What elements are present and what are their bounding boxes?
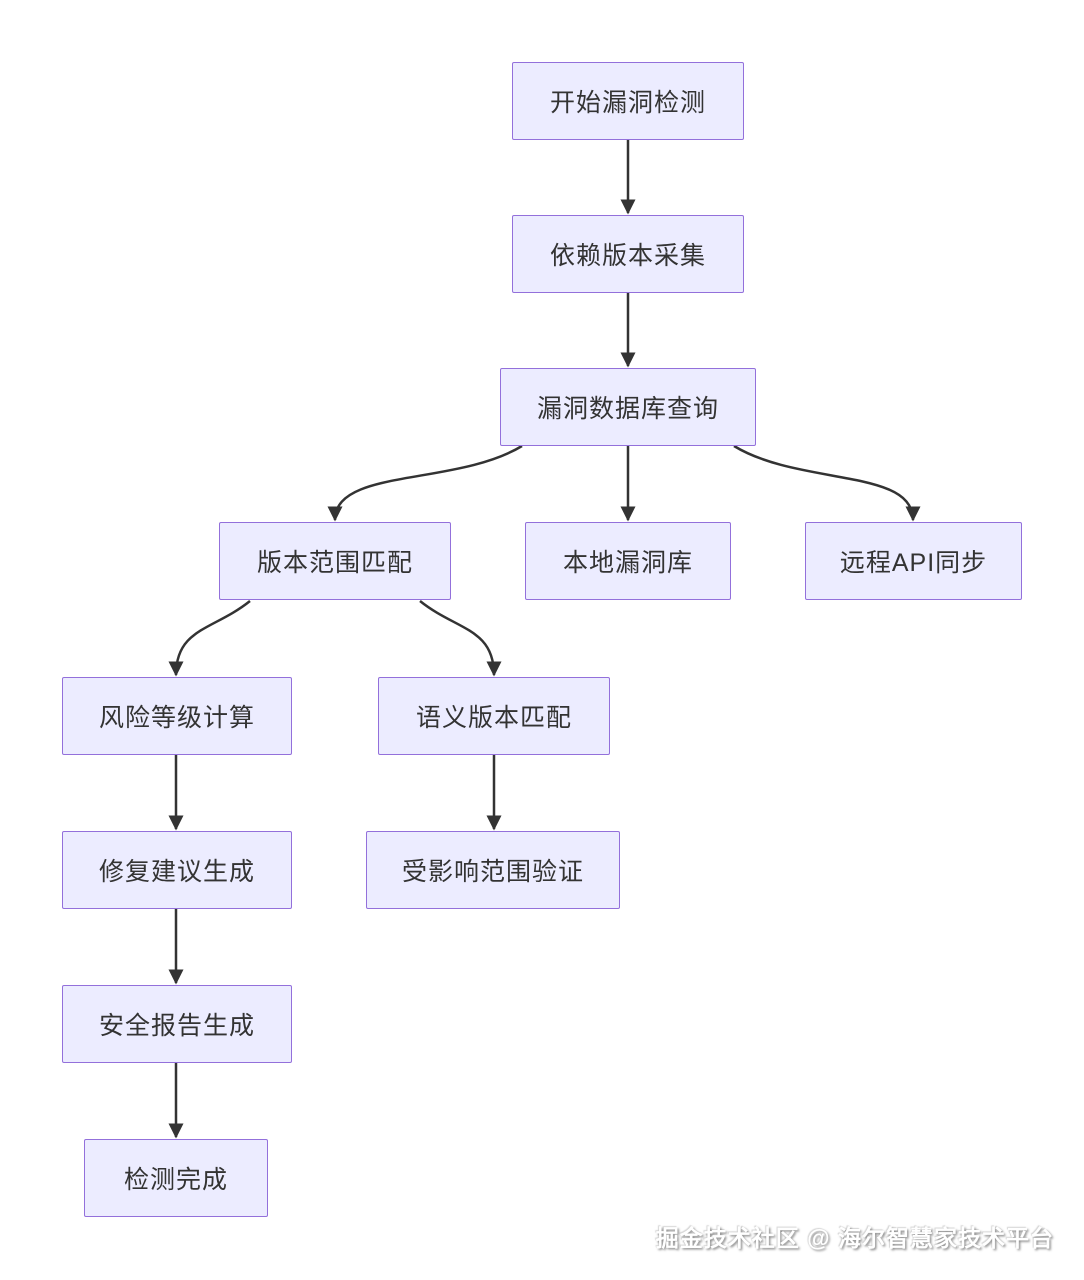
edge-range-to-risk — [168, 600, 251, 677]
flow-node-query: 漏洞数据库查询 — [500, 368, 756, 446]
flow-node-semver: 语义版本匹配 — [378, 677, 610, 755]
flow-node-report: 安全报告生成 — [62, 985, 292, 1063]
edge-query-to-remote — [733, 444, 921, 522]
flow-node-start: 开始漏洞检测 — [512, 62, 744, 140]
flow-node-risk: 风险等级计算 — [62, 677, 292, 755]
flow-node-collect: 依赖版本采集 — [512, 215, 744, 293]
flow-node-affected: 受影响范围验证 — [366, 831, 620, 909]
flow-node-remote: 远程API同步 — [805, 522, 1022, 600]
flow-node-localdb: 本地漏洞库 — [525, 522, 731, 600]
edge-query-to-range — [327, 444, 523, 522]
edge-range-to-semver — [419, 600, 502, 677]
flow-node-fix: 修复建议生成 — [62, 831, 292, 909]
flow-node-range: 版本范围匹配 — [219, 522, 451, 600]
flow-node-done: 检测完成 — [84, 1139, 268, 1217]
watermark-text: 掘金技术社区 @ 海尔智慧家技术平台 — [655, 1225, 1054, 1251]
